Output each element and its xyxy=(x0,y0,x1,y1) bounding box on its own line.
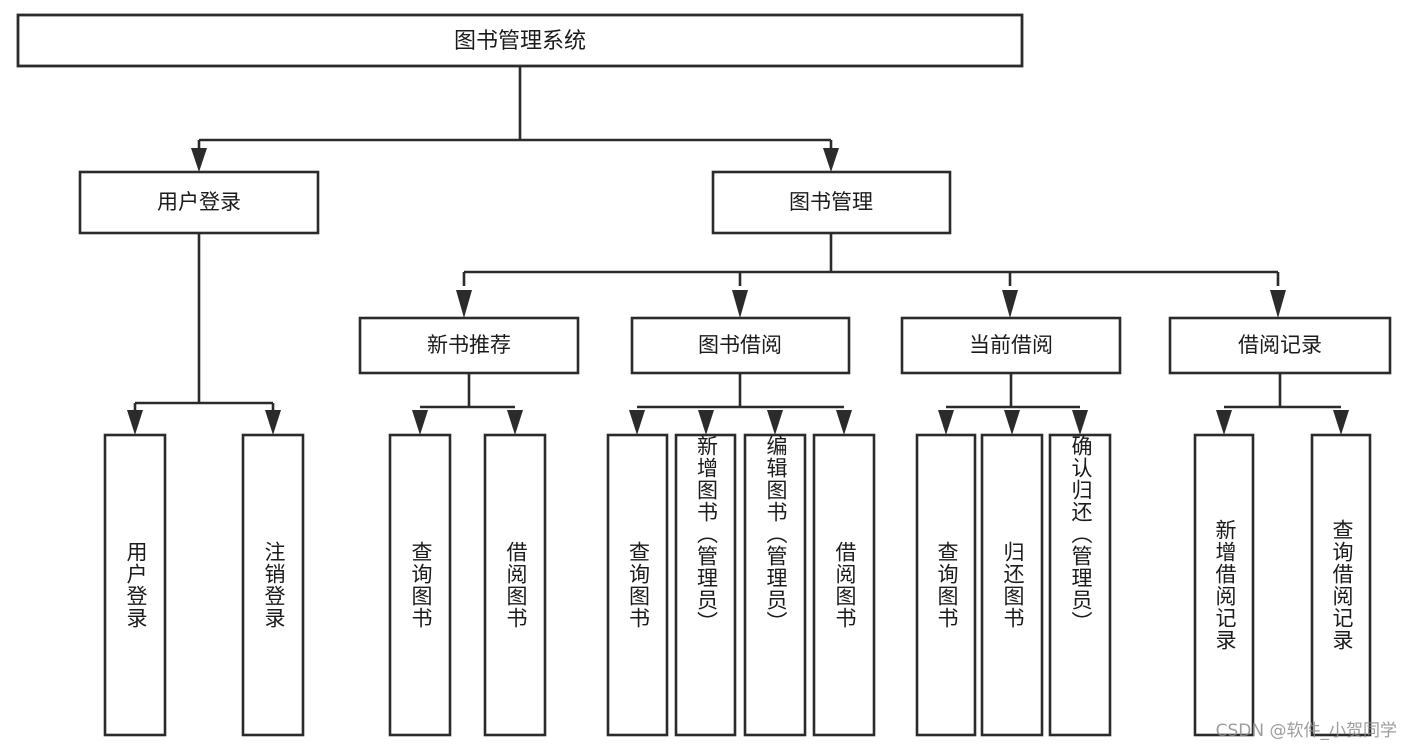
arrow-leaf-confirm-return xyxy=(1072,410,1088,435)
root-label: 图书管理系统 xyxy=(454,29,586,54)
leaf-box-return-book[interactable] xyxy=(980,433,1044,737)
user-login-label: 用户登录 xyxy=(157,190,241,214)
current-borrow-box[interactable] xyxy=(900,316,1122,375)
arrow-user-login xyxy=(191,148,207,172)
leaf-box-query-book-2[interactable] xyxy=(606,433,669,737)
leaf-box-add-record[interactable] xyxy=(1193,433,1255,737)
book-borrow-label: 图书借阅 xyxy=(698,333,782,357)
leaf-box-add-book[interactable] xyxy=(674,433,737,737)
arrow-leaf-query-record xyxy=(1333,410,1349,435)
arrow-leaf-query-book-2 xyxy=(629,410,645,435)
arrow-newbook xyxy=(456,290,472,318)
new-book-recommend-box[interactable] xyxy=(358,316,580,375)
node-user-login[interactable]: 用户登录 xyxy=(78,170,320,235)
new-book-recommend-label: 新书推荐 xyxy=(427,333,511,357)
user-login-box[interactable] xyxy=(78,170,320,235)
arrow-borrow xyxy=(732,290,748,318)
arrow-record xyxy=(1270,290,1286,318)
arrow-leaf-borrow-book-2 xyxy=(836,410,852,435)
arrow-leaf-edit-book xyxy=(767,410,783,435)
book-management-label: 图书管理 xyxy=(789,190,873,214)
node-current-borrow[interactable]: 当前借阅 xyxy=(900,316,1122,375)
leaf-box-layer xyxy=(103,433,1372,737)
arrow-leaf-add-book xyxy=(698,410,714,435)
node-new-book-recommend[interactable]: 新书推荐 xyxy=(358,316,580,375)
leaf-box-query-record[interactable] xyxy=(1310,433,1372,737)
node-book-borrow[interactable]: 图书借阅 xyxy=(630,316,851,375)
arrow-leaf-query-book-1 xyxy=(412,410,428,435)
leaf-box-borrow-book-2[interactable] xyxy=(812,433,876,737)
node-book-management[interactable]: 图书管理 xyxy=(711,170,952,235)
leaf-box-borrow-book-1[interactable] xyxy=(483,433,547,737)
leaf-box-user-login[interactable] xyxy=(103,433,167,737)
leaf-box-confirm-return[interactable] xyxy=(1048,433,1112,737)
arrow-leaf-add-record xyxy=(1216,410,1232,435)
leaf-box-query-book-1[interactable] xyxy=(388,433,452,737)
leaf-box-logout[interactable] xyxy=(241,433,305,737)
arrow-leaf-return-book xyxy=(1004,410,1020,435)
arrow-leaf-user-login xyxy=(127,410,143,435)
connector-layer xyxy=(127,66,1349,435)
current-borrow-label: 当前借阅 xyxy=(969,333,1053,357)
arrow-leaf-borrow-book-1 xyxy=(507,410,523,435)
root-box[interactable] xyxy=(16,13,1024,68)
leaf-box-query-book-3[interactable] xyxy=(915,433,977,737)
arrow-current xyxy=(1002,290,1018,318)
borrow-record-label: 借阅记录 xyxy=(1238,333,1322,357)
leaf-box-edit-book[interactable] xyxy=(743,433,807,737)
book-borrow-box[interactable] xyxy=(630,316,851,375)
arrow-leaf-logout xyxy=(265,410,281,435)
book-management-box[interactable] xyxy=(711,170,952,235)
borrow-record-box[interactable] xyxy=(1168,316,1392,375)
node-borrow-record[interactable]: 借阅记录 xyxy=(1168,316,1392,375)
watermark-text: CSDN @软件_小贺同学 xyxy=(1215,721,1397,741)
arrow-book-mgmt xyxy=(823,148,839,172)
arrow-leaf-query-book-3 xyxy=(938,410,954,435)
node-root[interactable]: 图书管理系统 xyxy=(16,13,1024,68)
